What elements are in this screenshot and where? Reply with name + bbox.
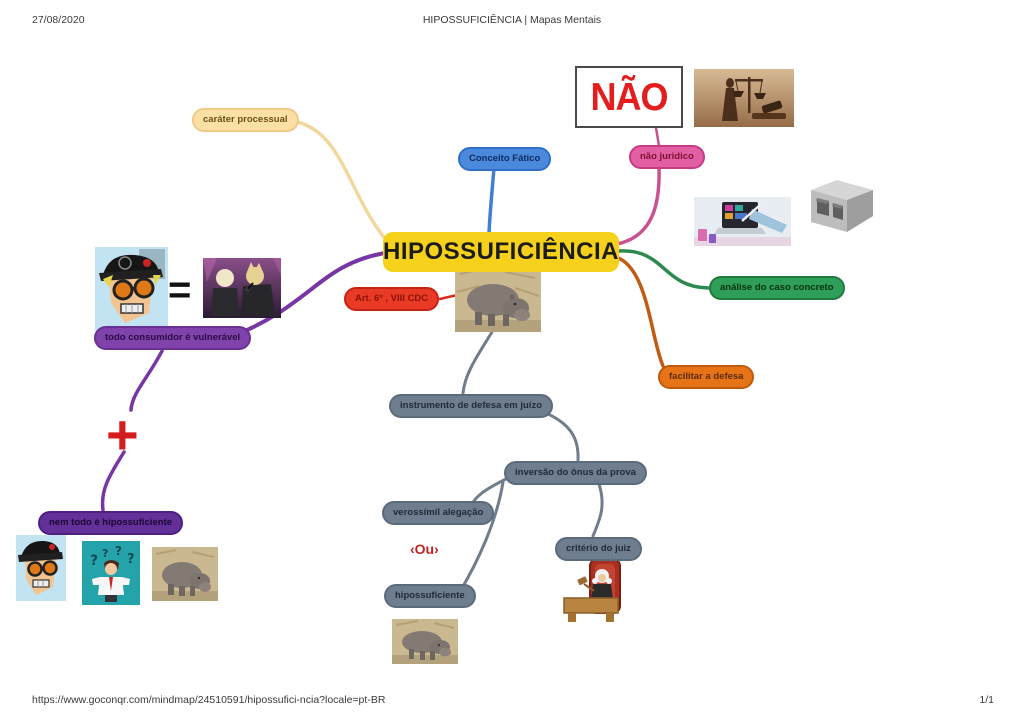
judge-cartoon	[558, 556, 626, 626]
footer-url: https://www.goconqr.com/mindmap/24510591…	[32, 694, 386, 706]
node-conceito-fatico: Conceito Fático	[458, 147, 552, 171]
singers-photo	[203, 258, 281, 318]
connector-conceito-root	[487, 166, 496, 235]
hippo-photo-left	[152, 547, 218, 601]
concrete-block-photo	[797, 172, 879, 240]
ou-label: ‹Ou›	[410, 541, 439, 557]
node-facilitar-defesa: facilitar a defesa	[658, 365, 755, 389]
connector-inversao-hipossuficiente	[457, 480, 505, 595]
connector-naojuridico-images	[654, 126, 661, 148]
plus-symbol: +	[106, 403, 139, 466]
connector-hippo-instrumento	[461, 330, 494, 395]
node-inversao-onus-prova: inversão do ônus da prova	[504, 461, 647, 485]
connector-todoconsumidor-plus	[129, 349, 164, 412]
connector-root-naojuridico	[615, 165, 661, 246]
connector-root-facilitar	[614, 255, 665, 368]
nao-sign-text: NÃO	[590, 74, 669, 119]
node-hipossuficiente: hipossuficiente	[384, 584, 476, 608]
hippo-photo-bottom	[392, 619, 458, 664]
node-criterio-do-juiz: critério do juiz	[555, 537, 642, 561]
node-nao-juridico: não juridico	[629, 145, 705, 169]
equals-symbol: =	[168, 268, 192, 312]
page-title: HIPOSSUFICIÊNCIA | Mapas Mentais	[422, 14, 602, 26]
connector-plus-nemtodo	[100, 450, 126, 512]
node-todo-consumidor-vulneravel: todo consumidor é vulnerável	[94, 326, 252, 350]
page-number: 1/1	[979, 694, 994, 706]
connector-carater-root	[285, 118, 394, 249]
connector-root-analise	[616, 249, 710, 290]
node-verossimil-alegacao: verossímil alegação	[382, 501, 495, 525]
svg-text:?: ?	[102, 547, 108, 560]
node-instrumento-defesa-juizo: instrumento de defesa em juízo	[389, 394, 553, 418]
node-nem-todo-hipossuficiente: nem todo é hipossuficiente	[38, 511, 183, 535]
lady-justice-photo	[694, 69, 794, 127]
grinning-cartoon-character-small	[16, 535, 66, 601]
svg-text:?: ?	[127, 552, 135, 567]
data-analysis-photo	[694, 197, 791, 246]
node-carater-processual: caráter processual	[192, 108, 299, 132]
nao-sign-image: NÃO	[575, 66, 683, 128]
confused-man-question-marks: ? ? ? ?	[82, 541, 140, 605]
grinning-cartoon-character	[95, 247, 168, 331]
root-node-hipossuficiencia: HIPOSSUFICIÊNCIA	[383, 232, 619, 272]
connector-instrumento-inversao	[539, 409, 580, 462]
hippo-photo-under-root	[455, 266, 541, 332]
node-art-6-viii-cdc: Art. 6º , VIII CDC	[344, 287, 440, 311]
svg-text:?: ?	[115, 544, 122, 558]
connector-inversao-criterio	[591, 482, 604, 538]
connector-root-todoconsumidor	[229, 251, 387, 339]
node-analise-caso-concreto: análise do caso concreto	[709, 276, 845, 300]
svg-text:?: ?	[90, 553, 98, 569]
print-date: 27/08/2020	[32, 14, 85, 26]
